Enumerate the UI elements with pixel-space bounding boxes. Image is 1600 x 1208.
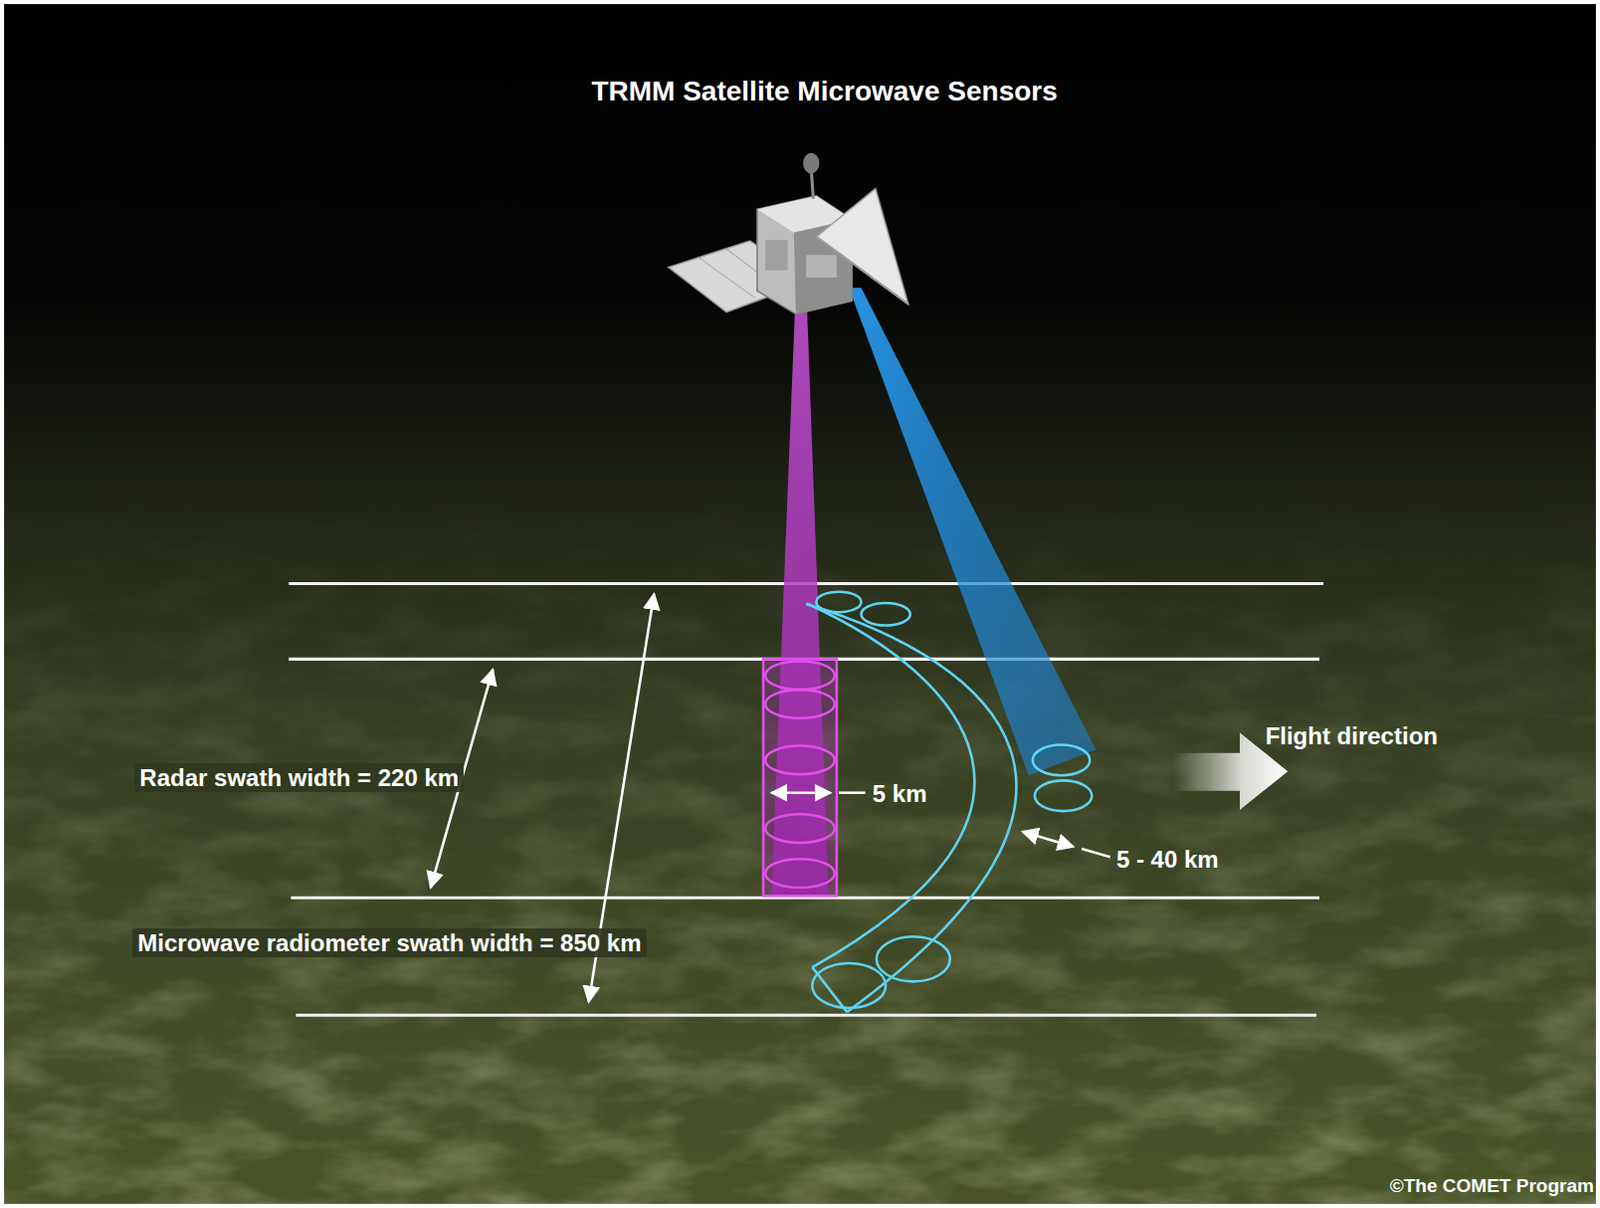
footprint-dimension: 5 - 40 km [1116,845,1219,874]
satellite [668,153,909,315]
radiometer-beam [848,287,1096,776]
radiometer-scan-arc [805,592,1092,1012]
footprint-dimension: 5 km [872,780,928,808]
copyright-watermark: ©The COMET Program [1390,1175,1595,1198]
radiometer-swath-label: Microwave radiometer swath width = 850 k… [132,928,646,959]
flight-direction-label: Flight direction [1265,722,1438,751]
radar-swath-label: Radar swath width = 220 km [134,763,464,794]
radar-footprints [763,658,837,896]
title: TRMM Satellite Microwave Sensors [591,75,1057,108]
